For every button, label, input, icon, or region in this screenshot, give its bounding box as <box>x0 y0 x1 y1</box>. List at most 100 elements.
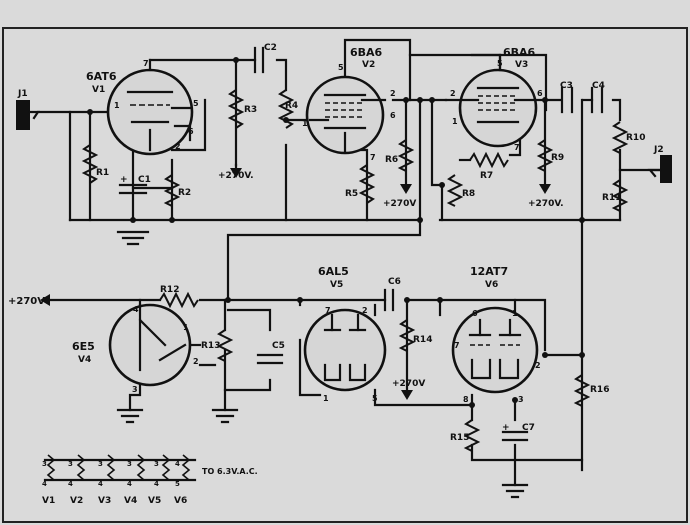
heater-tube-label: V6 <box>174 496 187 506</box>
pin-number: 6 <box>472 309 478 318</box>
wiring <box>36 38 662 487</box>
label-j1: J1 <box>17 89 28 99</box>
supply-arrows <box>40 163 551 400</box>
heater-pin: 3 <box>127 460 132 468</box>
label-c5: C5 <box>272 341 285 351</box>
ground-symbols <box>116 230 529 499</box>
label-r3: R3 <box>244 105 257 115</box>
heater-pin: 5 <box>175 480 180 488</box>
label-r9: R9 <box>551 153 564 163</box>
heater-pin: 4 <box>98 480 103 488</box>
label-r7: R7 <box>480 171 493 181</box>
heater-tube-label: V1 <box>42 496 55 506</box>
pin-number: 1 <box>302 119 308 128</box>
tube-v5 <box>303 308 387 392</box>
tube-v1-type: 6AT6 <box>86 70 117 83</box>
b-plus-r3-label: +270V. <box>218 171 254 181</box>
label-r5: R5 <box>345 189 358 199</box>
pin-number: 1 <box>323 394 329 403</box>
pin-number: 4 <box>133 305 139 314</box>
heater-pin: 4 <box>68 480 73 488</box>
tube-v4-type: 6E5 <box>72 340 95 353</box>
label-r12: R12 <box>160 285 179 295</box>
tube-v4-ref: V4 <box>78 355 91 365</box>
tube-v2-ref: V2 <box>362 60 375 70</box>
pin-number: 1 <box>114 101 120 110</box>
pin-number: 6 <box>188 127 194 136</box>
heater-tube-label: V5 <box>148 496 161 506</box>
tube-v3 <box>444 53 538 148</box>
b-plus-r6-label: +270V <box>383 199 416 209</box>
pin-number: 5 <box>372 394 378 403</box>
label-r10: R10 <box>626 133 645 143</box>
heater-pin: 4 <box>42 480 47 488</box>
tube-v6 <box>451 306 539 394</box>
resistor-symbols <box>81 89 629 452</box>
wire-junctions <box>87 57 585 408</box>
pin-number: 2 <box>193 357 199 366</box>
label-r1: R1 <box>96 168 109 178</box>
tube-v6-type: 12AT7 <box>470 265 508 278</box>
heater-pin: 3 <box>154 460 159 468</box>
tube-v1-ref: V1 <box>92 85 105 95</box>
pin-number: 2 <box>362 306 368 315</box>
pin-number: 7 <box>370 153 376 162</box>
label-r15: R15 <box>450 433 469 443</box>
pin-number: 2 <box>535 361 541 370</box>
label-r16: R16 <box>590 385 609 395</box>
pin-number: 1 <box>183 323 189 332</box>
label-r4: R4 <box>285 101 298 111</box>
pin-number: 2 <box>450 89 456 98</box>
heater-pin: 3 <box>68 460 73 468</box>
tube-v3-type: 6BA6 <box>503 46 536 59</box>
heater-pin: 4 <box>127 480 132 488</box>
heater-labels: TO 6.3V.A.C. V1 V2 V3 V4 V5 V6 3 4 3 4 3… <box>42 460 258 506</box>
c1-polarity: + <box>120 175 128 185</box>
pin-number: 5 <box>497 59 503 68</box>
label-c6: C6 <box>388 277 401 287</box>
pin-number: 3 <box>132 385 138 394</box>
tube-v2-type: 6BA6 <box>350 46 383 59</box>
tube-labels: 6AT6 V1 6BA6 V2 6BA6 V3 6E5 V4 6AL5 V5 1… <box>72 46 536 365</box>
tube-v4 <box>108 303 202 387</box>
label-r2: R2 <box>178 188 191 198</box>
label-c2: C2 <box>264 43 277 53</box>
component-labels: R1 R2 R3 R4 R5 R6 R7 R8 R9 R10 R11 R12 R… <box>17 43 664 443</box>
pin-number: 6 <box>537 89 543 98</box>
label-r11: R11 <box>602 193 621 203</box>
heater-tube-label: V3 <box>98 496 111 506</box>
tube-v5-ref: V5 <box>330 280 343 290</box>
tube-v2 <box>305 75 387 155</box>
tube-v1 <box>106 58 194 156</box>
label-c3: C3 <box>560 81 573 91</box>
label-c4: C4 <box>592 81 605 91</box>
diagram-border <box>2 27 688 523</box>
b-plus-v4-label: +270V <box>8 296 45 307</box>
label-r14: R14 <box>413 335 432 345</box>
label-c7: C7 <box>522 423 535 433</box>
heater-pin: 3 <box>98 460 103 468</box>
pin-number: 3 <box>518 395 524 404</box>
tube-v5-type: 6AL5 <box>318 265 349 278</box>
heater-tube-label: V4 <box>124 496 137 506</box>
heater-pin: 3 <box>42 460 47 468</box>
b-plus-r9-label: +270V. <box>528 199 564 209</box>
label-j2: J2 <box>653 145 664 155</box>
heater-supply-label: TO 6.3V.A.C. <box>202 467 258 476</box>
input-jack-j1 <box>16 100 41 130</box>
pin-number: 7 <box>143 59 149 68</box>
pin-number: 8 <box>463 395 469 404</box>
label-r6: R6 <box>385 155 398 165</box>
b-plus-r14-label: +270V <box>392 379 425 389</box>
output-jack-j2 <box>647 155 672 183</box>
pin-number: 7 <box>514 143 520 152</box>
pin-number: 1 <box>452 117 458 126</box>
capacitor-symbols <box>118 46 604 442</box>
c7-polarity: + <box>502 423 510 433</box>
supply-labels: +270V. +270V +270V. +270V +270V <box>8 171 564 389</box>
label-r8: R8 <box>462 189 475 199</box>
heater-pin: 4 <box>175 460 180 468</box>
heater-tube-label: V2 <box>70 496 83 506</box>
